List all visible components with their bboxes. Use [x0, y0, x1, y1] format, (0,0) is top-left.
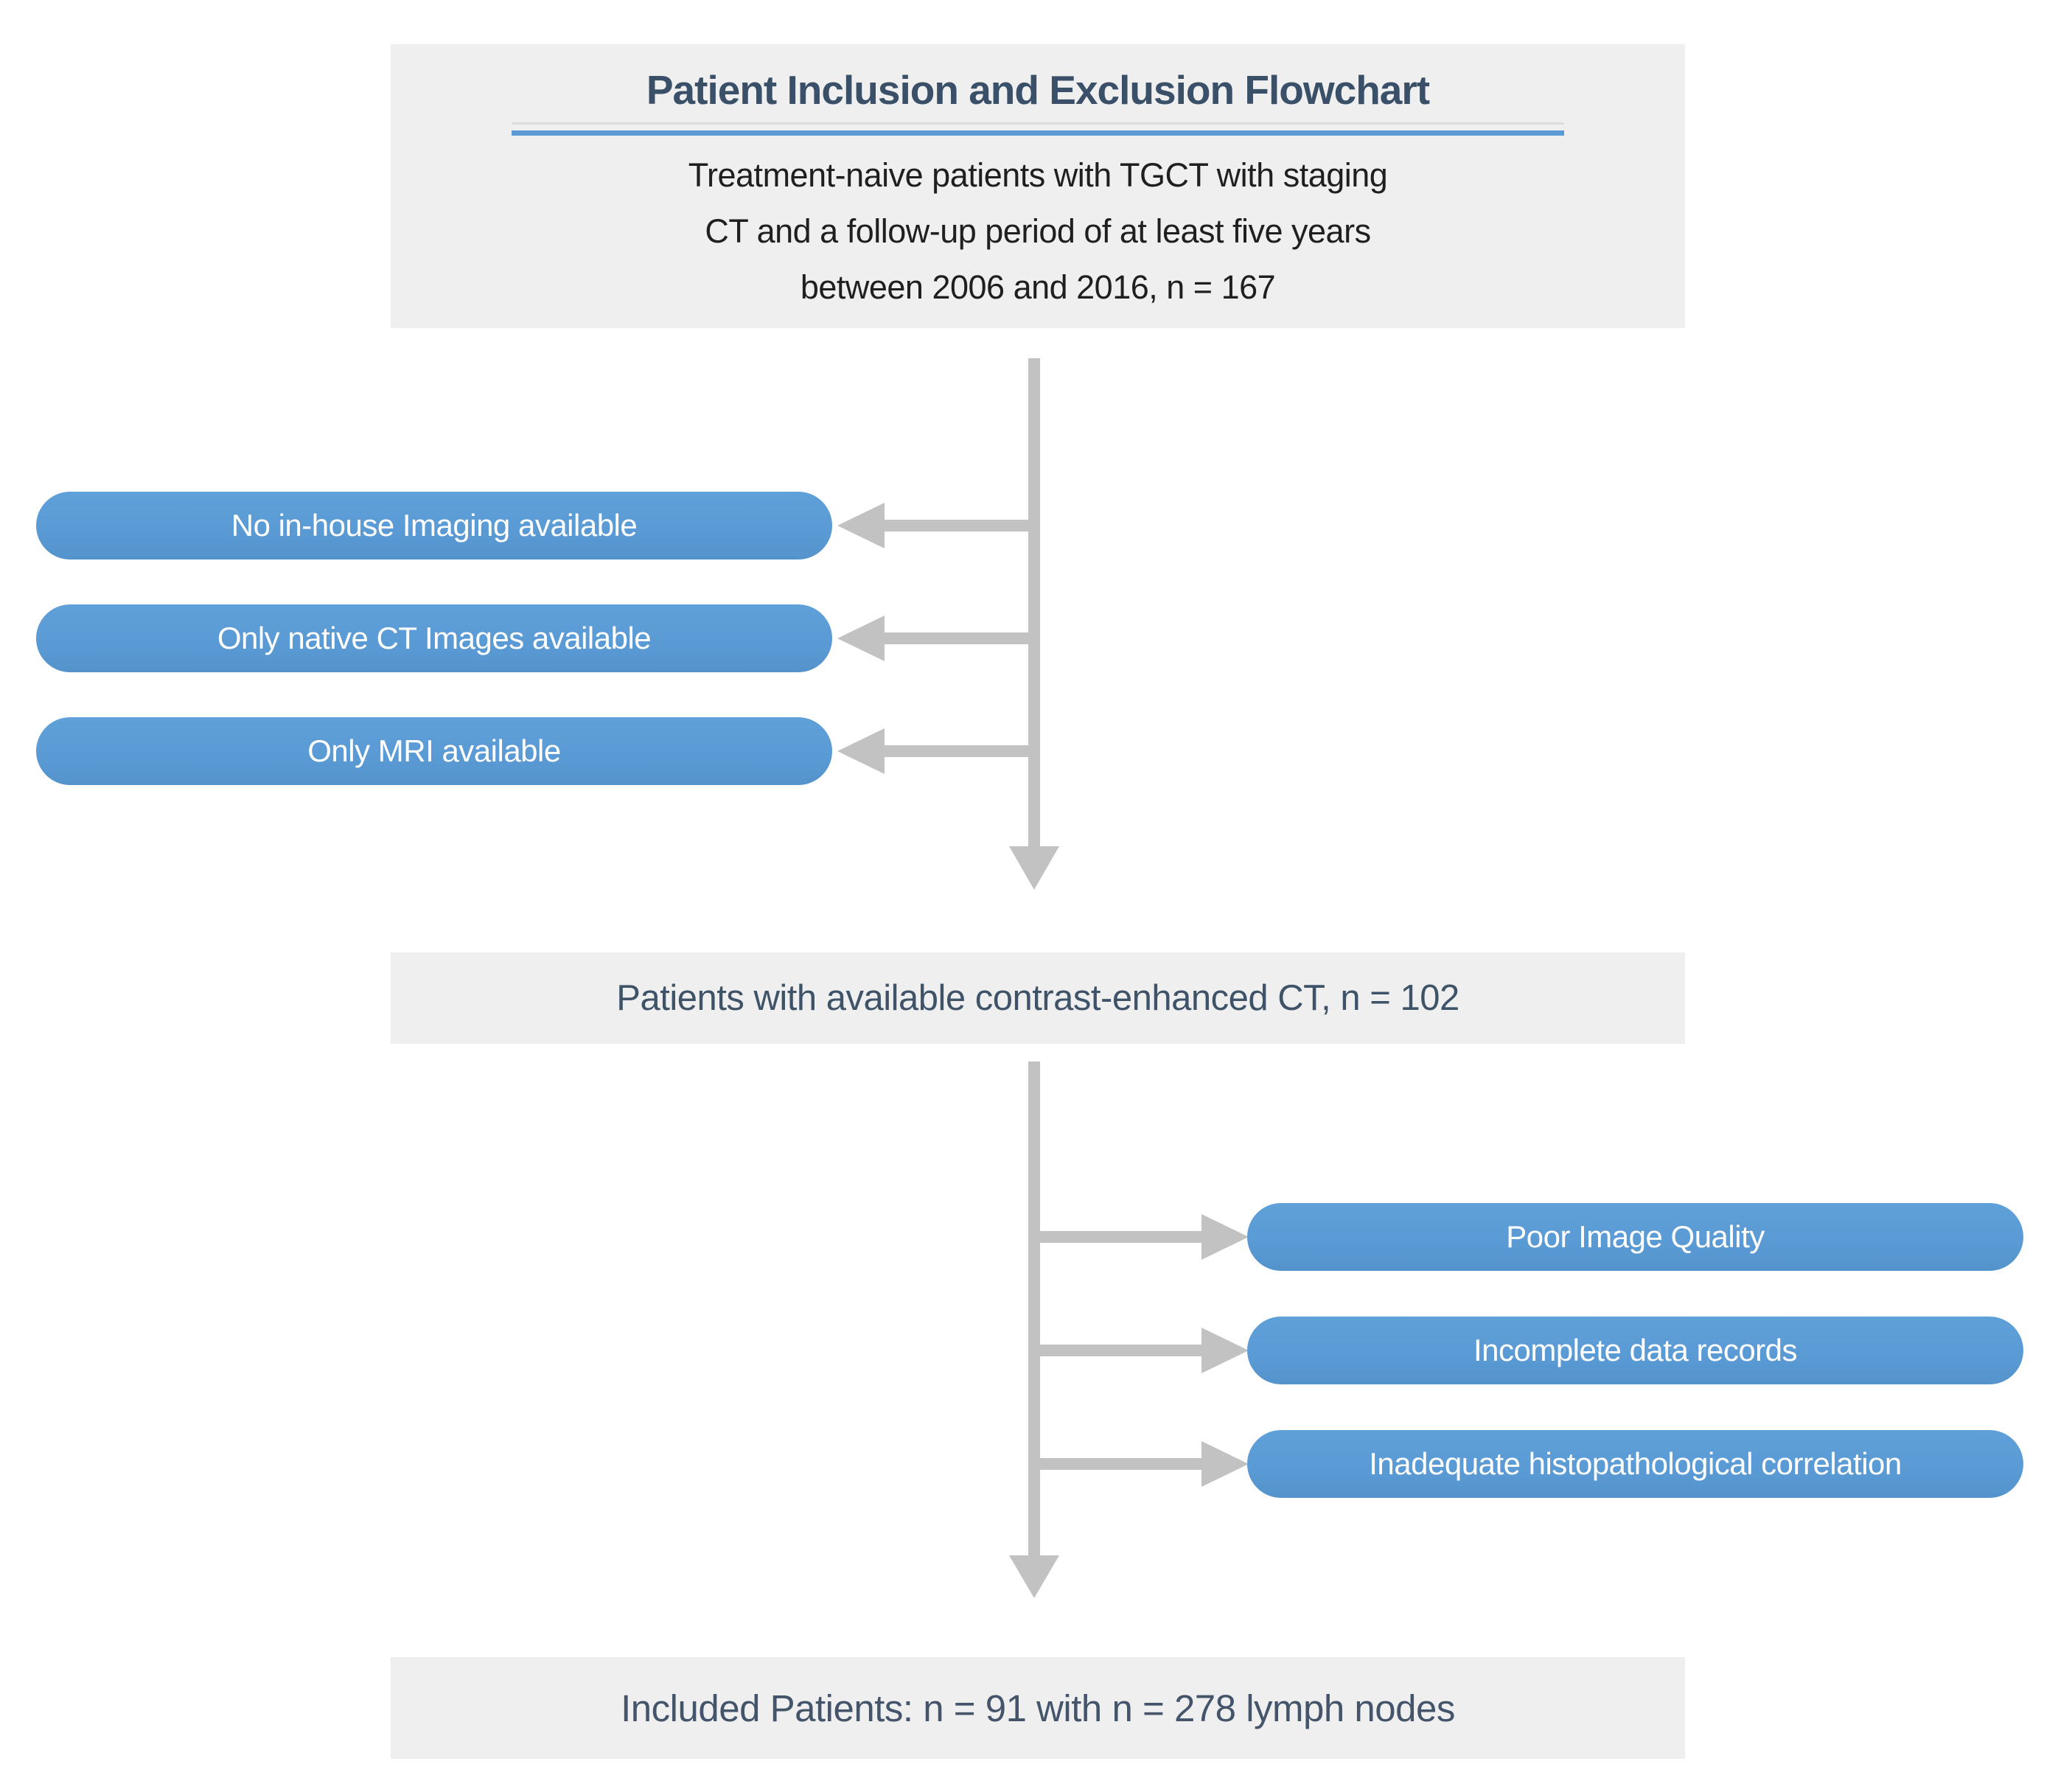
exclusion-pill-label: Incomplete data records [1473, 1333, 1798, 1367]
exclusion-pill-label: Poor Image Quality [1506, 1219, 1765, 1254]
branch-arrow-right-1 [1028, 1214, 1249, 1260]
branch-arrow-left-2 [837, 616, 1040, 661]
branch-arrow-right-3 [1028, 1441, 1249, 1487]
main-flow-arrow-top [1009, 358, 1059, 890]
exclusion-pill-incomplete-data: Incomplete data records [1247, 1317, 2023, 1384]
included-patients-box: Included Patients: n = 91 with n = 278 l… [391, 1657, 1685, 1759]
intermediate-population-text: Patients with available contrast-enhance… [616, 978, 1459, 1018]
exclusion-pill-label: Only MRI available [307, 733, 561, 768]
exclusion-pill-only-native-ct: Only native CT Images available [36, 604, 832, 672]
exclusion-pill-only-mri: Only MRI available [36, 717, 832, 785]
exclusion-pill-label: No in-house Imaging available [231, 508, 638, 543]
branch-arrow-right-2 [1028, 1328, 1249, 1373]
exclusion-pill-label: Only native CT Images available [217, 621, 652, 655]
exclusion-pill-inadequate-histopathology: Inadequate histopathological correlation [1247, 1430, 2023, 1498]
title-underline [512, 122, 1564, 136]
main-flow-arrow-bottom [1009, 1061, 1059, 1598]
flowchart-title: Patient Inclusion and Exclusion Flowchar… [646, 67, 1430, 113]
exclusion-pill-label: Inadequate histopathological correlation [1369, 1446, 1902, 1481]
source-population-box: Patient Inclusion and Exclusion Flowchar… [391, 44, 1685, 328]
included-patients-text: Included Patients: n = 91 with n = 278 l… [621, 1687, 1455, 1729]
intermediate-population-box: Patients with available contrast-enhance… [391, 952, 1685, 1044]
branch-arrow-left-3 [837, 728, 1040, 774]
source-population-text: Treatment-naive patients with TGCT with … [688, 156, 1388, 306]
exclusion-pill-no-inhouse-imaging: No in-house Imaging available [36, 492, 832, 559]
exclusion-pill-poor-image-quality: Poor Image Quality [1247, 1203, 2023, 1271]
branch-arrow-left-1 [837, 503, 1040, 548]
